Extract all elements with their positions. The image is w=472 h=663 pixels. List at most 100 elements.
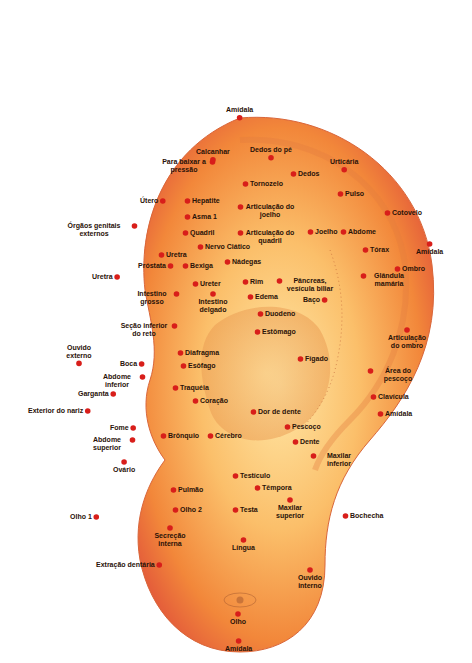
point-label: Pulmão bbox=[178, 486, 203, 494]
acupoint-dot bbox=[236, 638, 242, 644]
point-label: Garganta bbox=[78, 390, 109, 398]
point-label: Baço bbox=[303, 296, 320, 304]
point-label: Joelho bbox=[315, 228, 338, 236]
point-label: Amídala bbox=[385, 410, 412, 418]
point-label: Para baixar a pressão bbox=[160, 158, 208, 173]
acupoint-dot bbox=[159, 252, 165, 258]
point-label: Esôfago bbox=[188, 362, 216, 370]
point-label: Edema bbox=[255, 293, 278, 301]
acupoint-dot bbox=[174, 291, 180, 297]
point-label: Coração bbox=[200, 397, 228, 405]
acupoint-dot bbox=[114, 274, 120, 280]
acupoint-dot bbox=[130, 425, 136, 431]
acupoint-dot bbox=[210, 291, 216, 297]
point-label: Ouvido interno bbox=[288, 574, 332, 589]
point-label: Intestino grosso bbox=[132, 290, 172, 305]
point-label: Urticária bbox=[330, 158, 358, 166]
point-label: Amídala bbox=[416, 248, 443, 256]
acupoint-dot bbox=[338, 191, 344, 197]
acupoint-dot bbox=[235, 611, 241, 617]
acupoint-dot bbox=[307, 567, 313, 573]
acupoint-dot bbox=[293, 439, 299, 445]
point-label: Uretra bbox=[166, 251, 187, 259]
acupoint-dot bbox=[268, 155, 274, 161]
point-label: Extração dentária bbox=[96, 561, 155, 569]
acupoint-dot bbox=[171, 487, 177, 493]
acupoint-dot bbox=[308, 229, 314, 235]
acupoint-dot bbox=[341, 167, 347, 173]
point-label: Pâncreas, vesícula biliar bbox=[284, 277, 336, 292]
acupoint-dot bbox=[130, 437, 136, 443]
point-label: Traquéia bbox=[180, 384, 209, 392]
acupoint-dot bbox=[233, 507, 239, 513]
acupoint-dot bbox=[322, 297, 328, 303]
acupoint-dot bbox=[93, 514, 99, 520]
acupoint-dot bbox=[160, 198, 166, 204]
point-label: Estômago bbox=[262, 328, 296, 336]
point-label: Glândula mamária bbox=[368, 272, 410, 287]
acupoint-dot bbox=[361, 273, 367, 279]
point-label: Asma 1 bbox=[192, 213, 217, 221]
acupoint-dot bbox=[167, 525, 173, 531]
point-label: Articulação do ombro bbox=[383, 334, 431, 349]
point-label: Maxilar inferior bbox=[318, 452, 360, 467]
acupoint-dot bbox=[395, 266, 401, 272]
acupoint-dot bbox=[368, 368, 374, 374]
acupoint-dot bbox=[156, 562, 162, 568]
point-label: Nervo Ciático bbox=[205, 243, 250, 251]
point-label: Bexiga bbox=[190, 262, 213, 270]
point-label: Ureter bbox=[200, 280, 221, 288]
point-label: Dor de dente bbox=[258, 408, 301, 416]
acupoint-dot bbox=[248, 294, 254, 300]
point-label: Hepatite bbox=[192, 197, 220, 205]
point-label: Olho bbox=[230, 618, 246, 626]
point-label: Tórax bbox=[370, 246, 389, 254]
acupoint-dot bbox=[185, 198, 191, 204]
point-label: Olho 1 bbox=[70, 513, 92, 521]
acupoint-dot bbox=[161, 433, 167, 439]
point-label: Amídala bbox=[225, 645, 252, 653]
acupoint-dot bbox=[287, 497, 293, 503]
acupoint-dot bbox=[168, 263, 174, 269]
acupoint-dot bbox=[183, 263, 189, 269]
acupoint-dot bbox=[225, 259, 231, 265]
acupoint-dot bbox=[139, 361, 145, 367]
acupoint-dot bbox=[285, 424, 291, 430]
point-label: Amídala bbox=[226, 106, 253, 114]
point-label: Abdome bbox=[348, 228, 376, 236]
acupoint-dot bbox=[172, 323, 178, 329]
acupoint-dot bbox=[343, 513, 349, 519]
acupoint-dot bbox=[193, 281, 199, 287]
point-label: Seção inferior do reto bbox=[118, 322, 170, 337]
point-label: Ombro bbox=[402, 265, 425, 273]
point-label: Cérebro bbox=[215, 432, 242, 440]
acupoint-dot bbox=[427, 241, 433, 247]
acupoint-dot bbox=[238, 204, 244, 210]
acupoint-dot bbox=[110, 391, 116, 397]
point-label: Ovário bbox=[113, 466, 135, 474]
acupoint-dot bbox=[233, 473, 239, 479]
point-label: Útero bbox=[140, 197, 158, 205]
acupoint-dot bbox=[121, 459, 127, 465]
point-label: Rim bbox=[250, 278, 263, 286]
point-label: Diafragma bbox=[185, 349, 219, 357]
point-label: Ouvido externo bbox=[58, 344, 100, 359]
point-label: Clavícula bbox=[378, 393, 409, 401]
point-label: Dedos bbox=[298, 170, 319, 178]
acupoint-dot bbox=[132, 223, 138, 229]
point-label: Cotovelo bbox=[392, 209, 422, 217]
point-label: Pulso bbox=[345, 190, 364, 198]
point-label: Próstata bbox=[138, 262, 166, 270]
point-label: Órgãos genitais externos bbox=[58, 222, 130, 237]
point-label: Olho 2 bbox=[180, 506, 202, 514]
point-label: Articulação do quadril bbox=[245, 229, 295, 244]
point-label: Articulação do joelho bbox=[245, 203, 295, 218]
acupoint-dot bbox=[76, 361, 82, 367]
point-label: Fígado bbox=[305, 355, 328, 363]
point-label: Testa bbox=[240, 506, 258, 514]
acupoint-dot bbox=[255, 485, 261, 491]
acupoint-dot bbox=[193, 398, 199, 404]
